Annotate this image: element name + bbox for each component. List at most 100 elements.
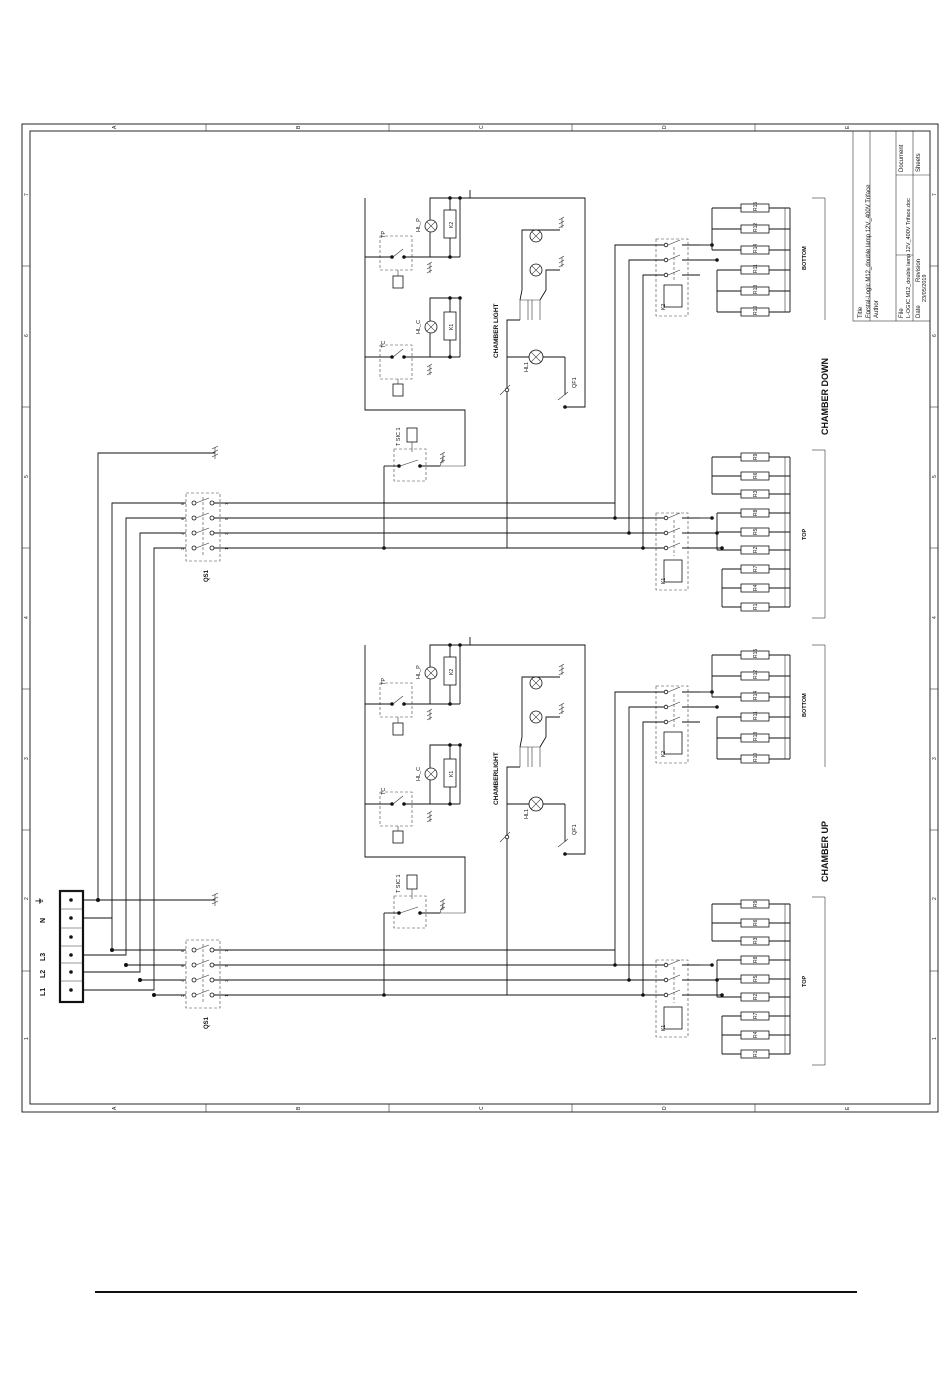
resistor-label: R8: [753, 956, 759, 963]
frame-zone-letter: E: [845, 125, 851, 129]
isolator-pin-label: 4: [180, 979, 185, 982]
chamber-lamp-label: HL1: [524, 809, 530, 819]
contactor-k2-enclosure: [655, 685, 689, 764]
feeder-wiring: [83, 445, 219, 997]
resistor-label: R10: [753, 306, 759, 315]
terminal-label-l3: L3: [40, 953, 47, 961]
thermostat-tc-bulb: [392, 830, 404, 844]
contactor-k2-enclosure: [655, 238, 689, 317]
isolator-label: QS1: [204, 569, 210, 582]
isolator-label: QS1: [204, 1016, 210, 1029]
resistor-label: R4: [753, 1031, 759, 1038]
document-label: Document: [899, 144, 905, 172]
footer-rule: [95, 1291, 857, 1293]
isolator-pin-label: 1: [224, 994, 229, 997]
resistor-label: R2: [753, 993, 759, 1000]
contactor-k2-label: K2: [661, 751, 667, 757]
date-value: 23/05/2019: [922, 274, 928, 302]
chamber-lamp-label: HL1: [524, 362, 530, 372]
light-transformer: [519, 300, 541, 320]
thermostat-tc-enclosure: [379, 791, 413, 827]
top-bank-label: TOP: [802, 528, 808, 540]
resistor-label: R2: [753, 546, 759, 553]
isolator-pin-label: 1: [224, 547, 229, 550]
resistor-label: R10: [753, 753, 759, 762]
resistor-label: R3: [753, 937, 759, 944]
frame-zone-number: 2: [932, 897, 938, 900]
safety-thermostat-label: T SIC 1: [396, 427, 402, 446]
sheets-label: Sheets: [916, 153, 922, 172]
title-value: Forstal-Logic M12_double lamp 12V_400V T…: [866, 184, 872, 318]
isolator-enclosure: [185, 939, 221, 1009]
thermostat-tp-bulb: [392, 275, 404, 289]
signal-lamp-hl-c-label: HL_C: [416, 767, 422, 781]
resistor-label: R11: [753, 264, 759, 273]
contactor-k1-label: K1: [661, 578, 667, 584]
frame-zone-number: 7: [932, 193, 938, 196]
isolator-pin-label: 5: [224, 964, 229, 967]
frame-zone-letter: C: [479, 125, 485, 129]
signal-lamp-hl-p-label: HL_P: [416, 665, 422, 679]
frame-zone-letter: C: [479, 1106, 485, 1110]
resistor-label: R4: [753, 584, 759, 591]
resistor-label: R6: [753, 919, 759, 926]
frame-zone-number: 4: [932, 616, 938, 619]
earth-symbol: ⏚: [35, 897, 44, 905]
resistor-label: R1: [753, 603, 759, 610]
thermostat-tp-enclosure: [379, 682, 413, 718]
resistor-label: R14: [753, 244, 759, 253]
isolator-pin-label: 3: [224, 532, 229, 535]
isolator-pin-label: 4: [180, 532, 185, 535]
safety-thermostat-coil: [406, 427, 418, 443]
thermostat-tp-label: TP: [381, 231, 387, 238]
terminal-label-l1: L1: [40, 988, 47, 996]
resistor-label: R12: [753, 670, 759, 679]
resistor-label: R5: [753, 975, 759, 982]
resistor-label: R7: [753, 1012, 759, 1019]
frame-zone-number: 7: [24, 193, 30, 196]
resistor-label: R15: [753, 202, 759, 211]
bottom-bank-label: BOTTOM: [802, 246, 808, 270]
terminal-label-n: N: [40, 918, 47, 923]
bottom-bank-label: BOTTOM: [802, 693, 808, 717]
chamber-name: CHAMBER UP: [820, 821, 830, 882]
isolator-pin-label: 2: [180, 547, 185, 550]
isolator-pin-label: 7: [224, 502, 229, 505]
thermostat-tc-bulb: [392, 383, 404, 397]
file-label: File: [899, 308, 905, 318]
resistor-label: R14: [753, 691, 759, 700]
resistor-label: R1: [753, 1050, 759, 1057]
isolator-pin-label: 8: [180, 949, 185, 952]
frame-zone-number: 3: [932, 757, 938, 760]
frame-zone-number: 6: [932, 334, 938, 337]
safety-thermostat-label: T SIC 1: [396, 874, 402, 893]
contactor-k1-label: K1: [661, 1025, 667, 1031]
frame-zone-letter: D: [662, 125, 668, 129]
resistor-label: R13: [753, 285, 759, 294]
thermostat-tc-enclosure: [379, 344, 413, 380]
light-transformer: [519, 747, 541, 767]
isolator-pin-label: 6: [180, 517, 185, 520]
contactor-k1-enclosure: [655, 512, 689, 591]
resistor-label: R8: [753, 509, 759, 516]
thermostat-tp-label: TP: [381, 678, 387, 685]
contactor-k2-coil: [663, 284, 683, 308]
resistor-label: R13: [753, 732, 759, 741]
contactor-k1-enclosure: [655, 959, 689, 1038]
frame-zone-letter: A: [112, 1106, 118, 1110]
signal-lamp-hl-p-label: HL_P: [416, 218, 422, 232]
resistor-label: R15: [753, 649, 759, 658]
date-label: Date: [916, 305, 922, 318]
resistor-label: R6: [753, 472, 759, 479]
isolator-enclosure: [185, 492, 221, 562]
isolator-pin-label: 3: [224, 979, 229, 982]
relay-k1-label: K1: [449, 771, 455, 777]
fuse-qf1-label: QF1: [572, 824, 578, 835]
resistor-label: R9: [753, 900, 759, 907]
relay-k2-label: K2: [449, 669, 455, 675]
frame-zone-number: 5: [24, 475, 30, 478]
chamber-light-label: CHAMBER LIGHT: [493, 303, 500, 358]
